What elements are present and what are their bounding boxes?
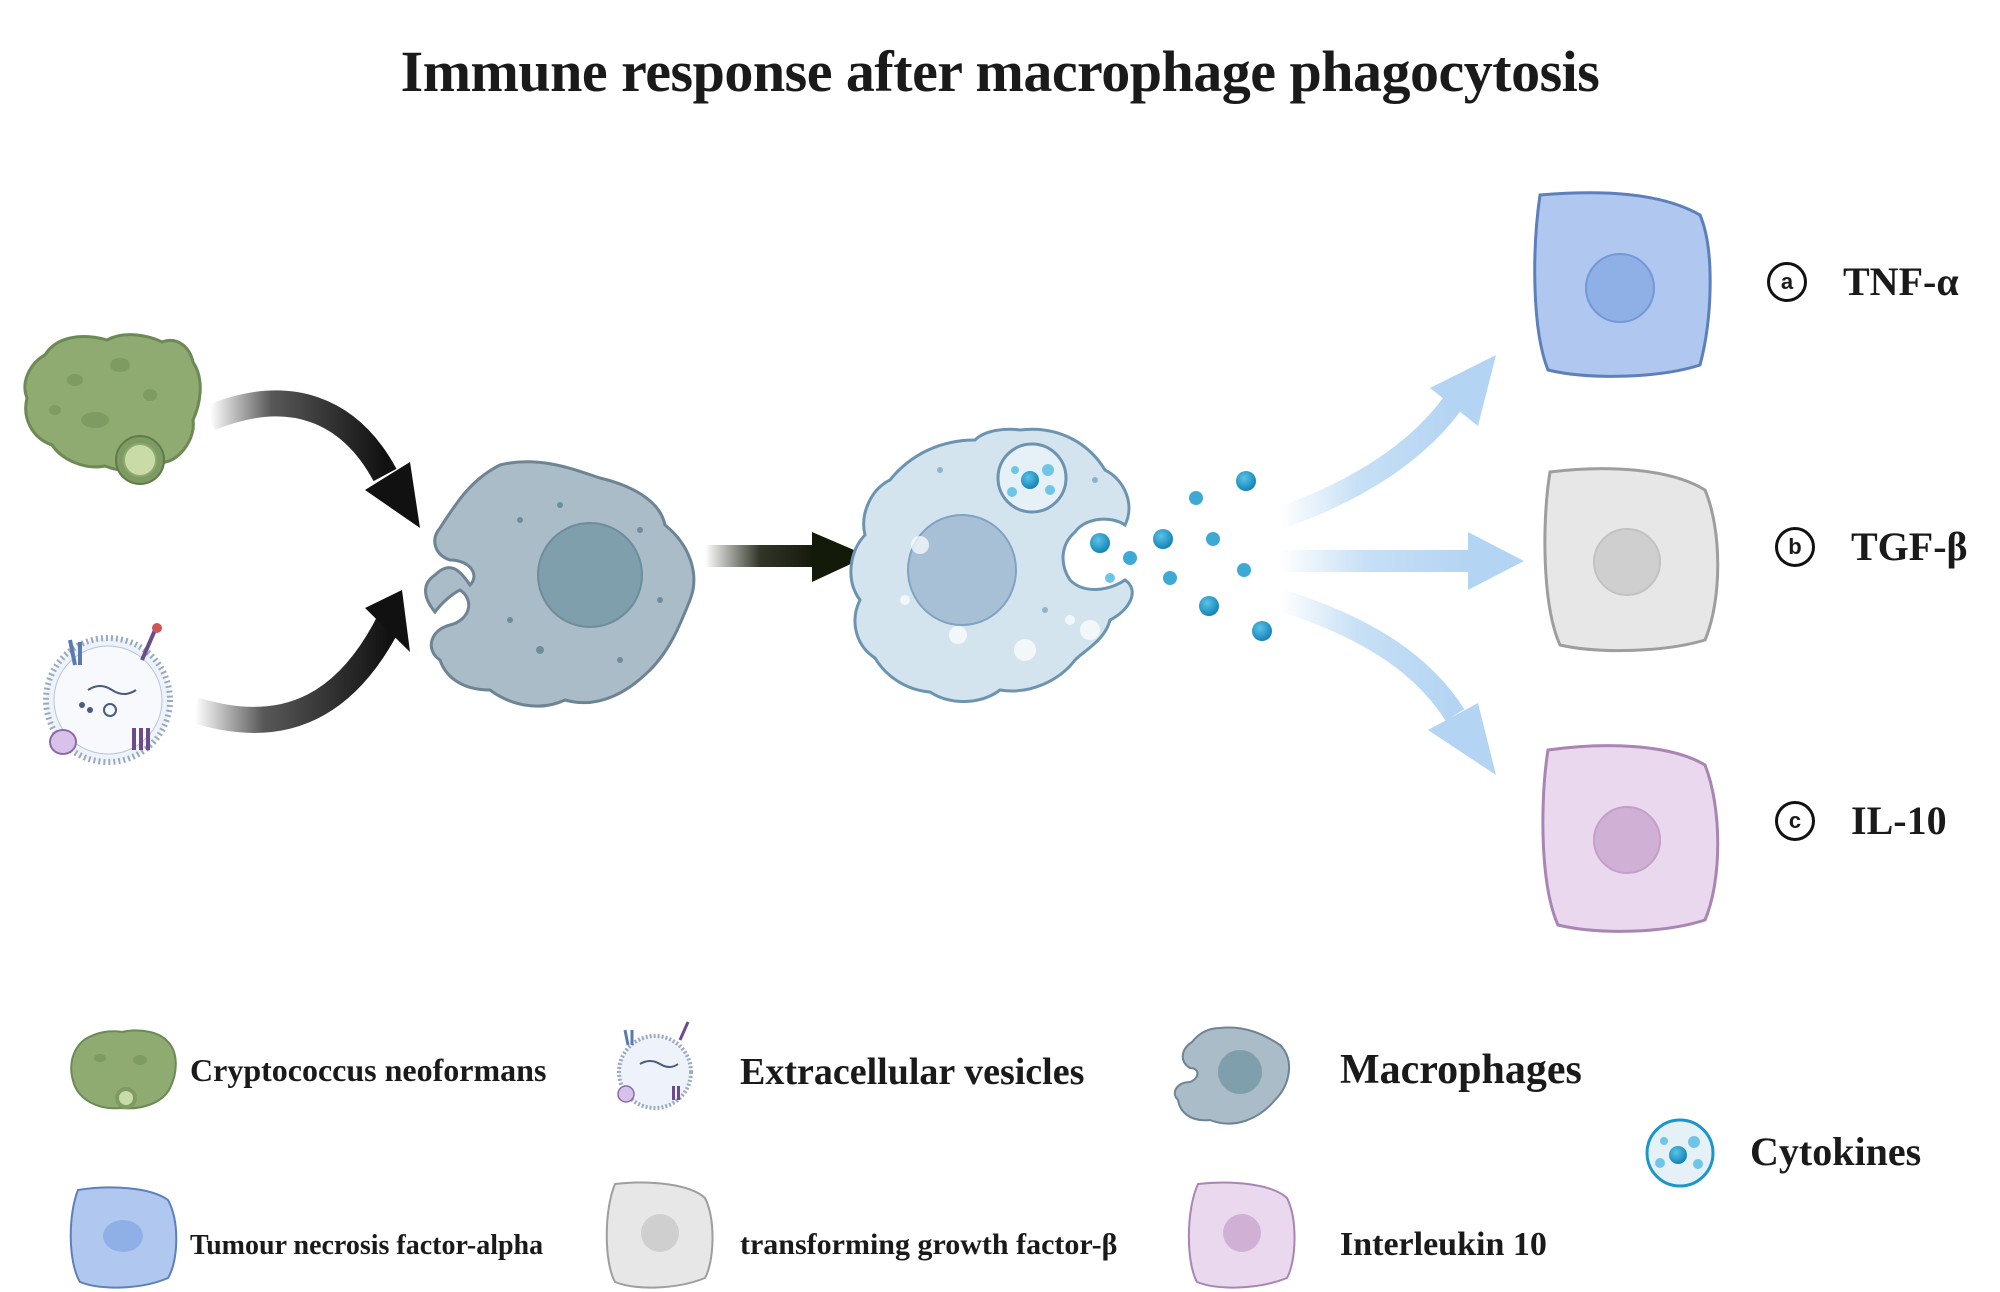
output-tnf-text: TNF-α	[1843, 259, 1959, 304]
activated-macrophage-icon	[849, 427, 1134, 703]
badge-c: c	[1775, 800, 1815, 841]
legend-macrophages-label: Macrophages	[1340, 1047, 1582, 1093]
output-il10-text: IL-10	[1851, 798, 1947, 843]
secretion-arrows	[1276, 355, 1524, 775]
output-label-il10: c IL-10	[1775, 797, 1947, 844]
legend-cytokines-icon	[1645, 1118, 1715, 1188]
legend-tgf-icon	[605, 1181, 714, 1289]
page-title: Immune response after macrophage phagocy…	[400, 39, 1600, 104]
legend-cryptococcus-icon	[70, 1029, 177, 1110]
badge-b: b	[1775, 526, 1815, 567]
tnf-cell-icon	[1533, 191, 1712, 378]
legend-macrophage-icon	[1173, 1026, 1291, 1125]
released-cytokines	[1090, 471, 1272, 641]
output-label-tgf: b TGF-β	[1775, 523, 1968, 570]
legend-cryptococcus-label: Cryptococcus neoformans	[190, 1052, 547, 1088]
macrophage-icon	[424, 460, 696, 708]
uptake-arrows	[191, 390, 420, 733]
legend-il10-label: Interleukin 10	[1340, 1226, 1547, 1263]
extracellular-vesicle-icon	[43, 623, 173, 765]
output-tgf-text: TGF-β	[1851, 524, 1968, 569]
legend-tnf-label: Tumour necrosis factor-alpha	[190, 1230, 544, 1261]
il10-cell-icon	[1541, 744, 1720, 933]
legend-il10-icon	[1187, 1181, 1296, 1289]
legend-tgf-label: transforming growth factor-β	[740, 1228, 1118, 1261]
cryptococcus-icon	[23, 333, 202, 485]
badge-a: a	[1767, 261, 1807, 302]
tgf-cell-icon	[1543, 467, 1720, 653]
legend-tnf-icon	[69, 1186, 178, 1289]
legend-cytokines-label: Cytokines	[1750, 1129, 1922, 1174]
legend-vesicle-icon	[617, 1021, 693, 1110]
output-label-tnf: a TNF-α	[1767, 258, 1959, 305]
legend-vesicles-label: Extracellular vesicles	[740, 1051, 1085, 1093]
activation-arrow	[705, 532, 868, 582]
